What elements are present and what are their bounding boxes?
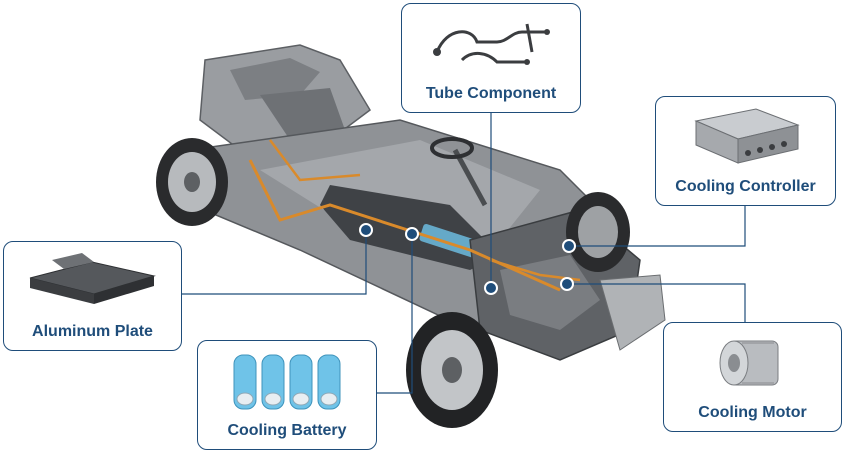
- tube-component-label: Tube Component: [425, 85, 557, 102]
- front-left-wheel: [406, 312, 498, 428]
- marker-tube-component: [484, 281, 498, 295]
- cooling-motor-icon: [719, 340, 779, 386]
- car-chassis-illustration: [156, 44, 666, 428]
- cooling-motor-label: Cooling Motor: [698, 404, 807, 421]
- cooling-controller-icon: [694, 108, 800, 164]
- callout-tube-component[interactable]: Tube Component: [401, 3, 581, 113]
- cooling-controller-label: Cooling Controller: [675, 178, 816, 195]
- cooling-battery-icon: [233, 354, 341, 410]
- rear-left-wheel: [156, 138, 228, 226]
- marker-cooling-controller: [562, 239, 576, 253]
- callout-aluminum-plate[interactable]: Aluminum Plate: [3, 241, 182, 351]
- connector-cooling-controller: [569, 205, 746, 247]
- connector-lines: [182, 112, 746, 394]
- marker-aluminum-plate: [359, 223, 373, 237]
- marker-cooling-battery: [405, 227, 419, 241]
- callout-cooling-controller[interactable]: Cooling Controller: [655, 96, 836, 206]
- callout-cooling-battery[interactable]: Cooling Battery: [197, 340, 377, 450]
- connector-cooling-battery: [377, 234, 413, 394]
- callout-cooling-motor[interactable]: Cooling Motor: [663, 322, 842, 432]
- connector-aluminum-plate: [182, 230, 367, 295]
- aluminum-plate-label: Aluminum Plate: [32, 323, 153, 340]
- cooling-battery-label: Cooling Battery: [227, 422, 347, 439]
- tube-component-icon: [433, 23, 550, 65]
- markers: [359, 223, 576, 295]
- aluminum-plate-icon: [29, 253, 156, 304]
- connector-cooling-motor: [567, 283, 746, 323]
- front-right-wheel: [566, 192, 630, 272]
- marker-cooling-motor: [560, 277, 574, 291]
